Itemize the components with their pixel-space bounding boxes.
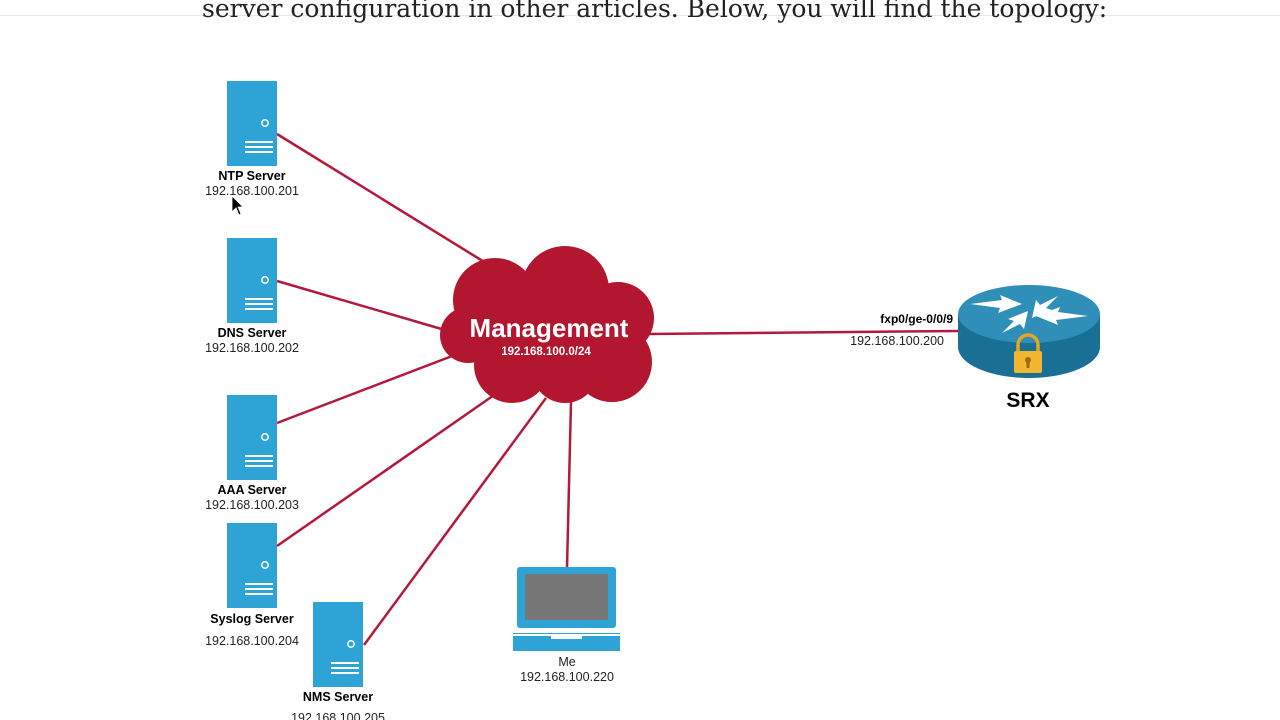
server-ip: 192.168.100.204 xyxy=(205,634,299,648)
server-name: NTP Server xyxy=(218,169,285,183)
link-laptop xyxy=(565,401,573,569)
server-name: Syslog Server xyxy=(210,612,294,626)
lock-icon xyxy=(1014,333,1042,373)
router-name: SRX xyxy=(1006,389,1049,412)
link-srx xyxy=(647,329,959,336)
router-interface: fxp0/ge-0/0/9 xyxy=(880,312,953,326)
server-icon xyxy=(226,522,278,609)
server-syslog: Syslog Server 192.168.100.204 xyxy=(205,522,299,648)
server-icon xyxy=(226,237,278,324)
laptop-ip: 192.168.100.220 xyxy=(520,670,614,684)
management-cloud: Management 192.168.100.0/24 xyxy=(440,246,654,403)
laptop-icon xyxy=(513,567,620,651)
cloud-subnet: 192.168.100.0/24 xyxy=(501,346,591,358)
cloud-icon xyxy=(440,246,654,403)
server-ntp: NTP Server 192.168.100.201 xyxy=(205,80,299,198)
link-syslog xyxy=(276,391,498,548)
server-icon xyxy=(312,601,364,688)
server-ip: 192.168.100.203 xyxy=(205,498,299,512)
connection-links xyxy=(276,132,959,646)
router-srx: SRX fxp0/ge-0/0/9 192.168.100.200 xyxy=(850,285,1100,412)
link-ntp xyxy=(276,132,495,270)
router-ip: 192.168.100.200 xyxy=(850,334,944,348)
article-intro-text: server configuration in other articles. … xyxy=(202,0,1108,23)
mouse-cursor-icon xyxy=(231,195,244,216)
server-name: NMS Server xyxy=(303,690,373,704)
server-ip: 192.168.100.201 xyxy=(205,184,299,198)
server-name: AAA Server xyxy=(217,483,286,497)
server-aaa: AAA Server 192.168.100.203 xyxy=(205,394,299,512)
link-aaa xyxy=(276,351,461,425)
laptop-me: Me 192.168.100.220 xyxy=(513,567,620,684)
server-ip: 192.168.100.205 xyxy=(291,711,385,720)
laptop-name: Me xyxy=(558,655,575,669)
router-icon xyxy=(958,285,1100,378)
cloud-title: Management xyxy=(470,313,629,343)
server-ip: 192.168.100.202 xyxy=(205,341,299,355)
server-icon xyxy=(226,394,278,481)
server-nms: NMS Server 192.168.100.205 xyxy=(291,601,385,720)
server-icon xyxy=(226,80,278,167)
server-dns: DNS Server 192.168.100.202 xyxy=(205,237,299,355)
link-dns xyxy=(276,279,446,332)
link-nms xyxy=(362,397,548,646)
server-name: DNS Server xyxy=(218,326,287,340)
page-divider xyxy=(0,15,1280,16)
